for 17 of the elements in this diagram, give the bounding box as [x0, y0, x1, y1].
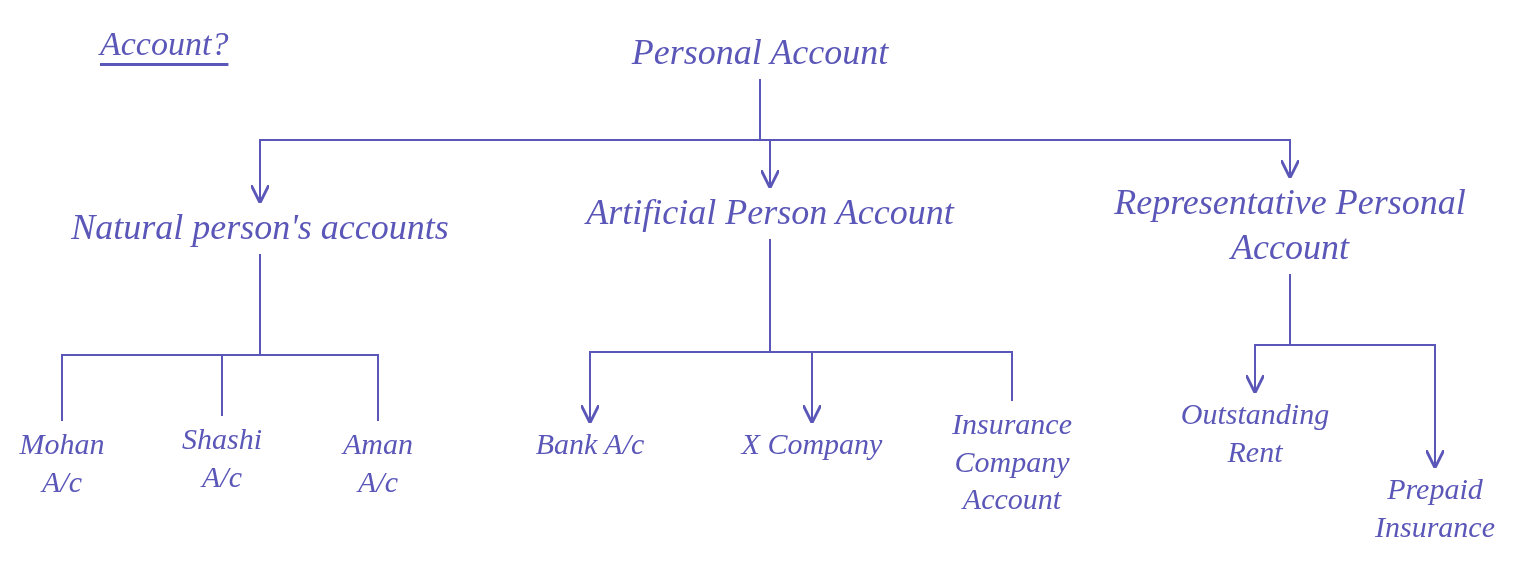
node-label: Bank A/c — [535, 426, 645, 462]
connector-line — [1289, 273, 1446, 470]
node-label: X Company — [741, 426, 883, 462]
node-label: Artificial Person Account — [586, 191, 954, 234]
node-label: Shashi A/c — [181, 421, 263, 495]
node-label: Representative Personal Account — [1113, 181, 1467, 269]
connector-line — [259, 253, 379, 422]
connector-line — [759, 78, 1301, 180]
connector-line — [769, 238, 1013, 402]
node-label: Natural person's accounts — [71, 206, 449, 249]
title: Account? — [100, 24, 229, 64]
node-label: Prepaid Insurance — [1374, 471, 1496, 545]
node-label: Personal Account — [631, 31, 889, 74]
node-label: Mohan A/c — [18, 426, 106, 500]
node-label: Outstanding Rent — [1179, 396, 1331, 470]
node-label: Aman A/c — [340, 426, 414, 500]
node-label: Insurance Company Account — [951, 406, 1073, 517]
